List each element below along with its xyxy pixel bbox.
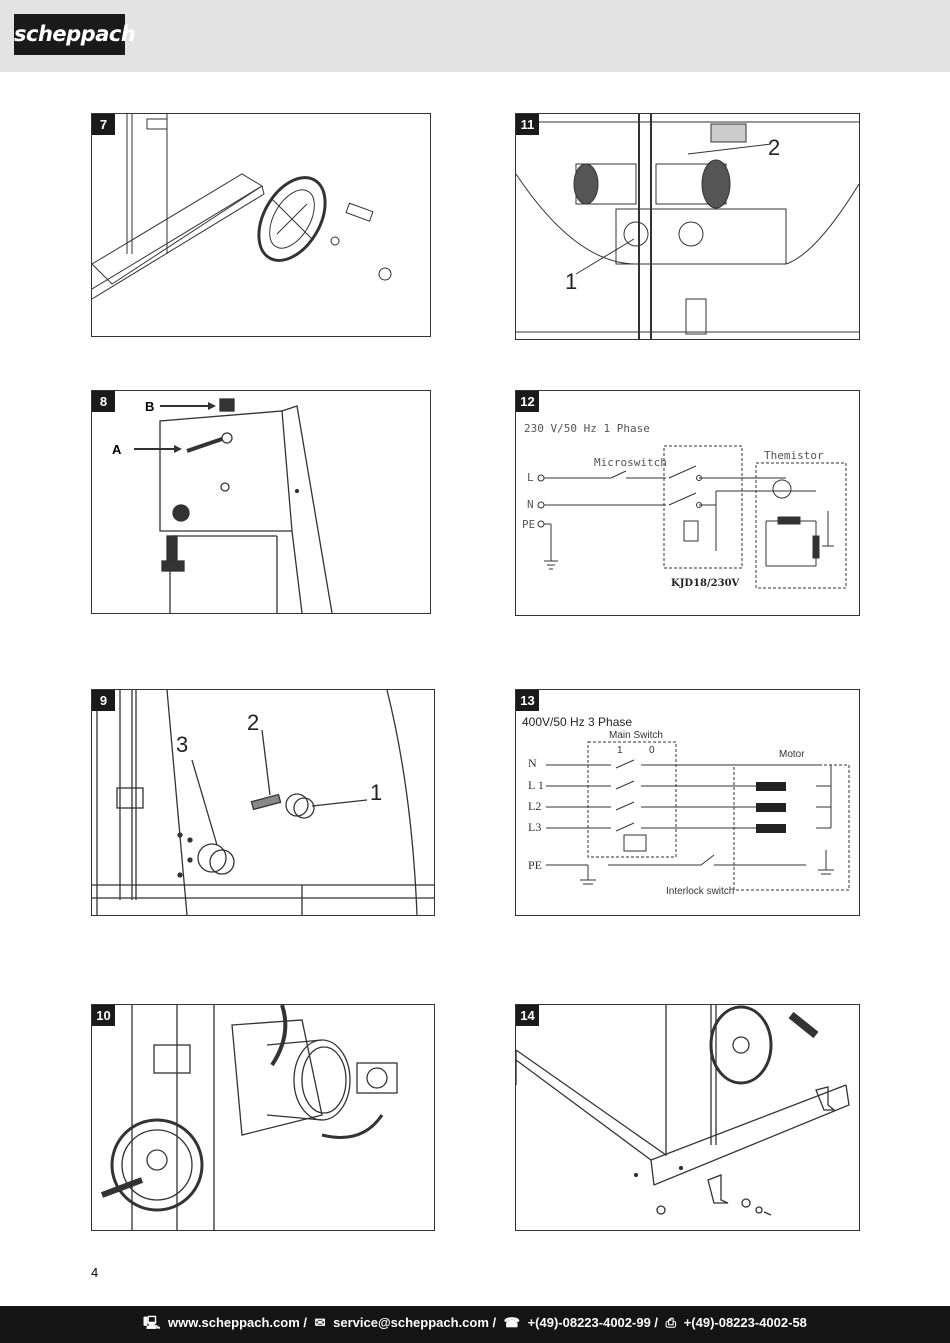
label-L1: L 1 [528, 778, 544, 792]
figure-number: 10 [92, 1005, 115, 1026]
callout-2: 2 [247, 710, 259, 735]
figure-7-illustration [92, 114, 392, 300]
figure-13: 400V/50 Hz 3 Phase Main Switch 1 0 Motor… [515, 689, 860, 916]
switch-pos-0: 0 [649, 745, 655, 756]
brand-logo: scheppach [14, 14, 136, 55]
supply-label: 400V/50 Hz 3 Phase [522, 715, 632, 729]
switch-pos-1: 1 [617, 745, 623, 756]
figure-number: 7 [92, 114, 115, 135]
label-L: L [527, 471, 534, 484]
computer-icon: 🖳 [143, 1315, 161, 1330]
figure-7: 7 [91, 113, 431, 337]
figure-11: 2 1 11 [515, 113, 860, 340]
supply-label: 230 V/50 Hz 1 Phase [524, 422, 650, 435]
figure-number: 13 [516, 690, 539, 711]
motor-label: Motor [779, 749, 805, 760]
figure-number: 12 [516, 391, 539, 412]
callout-1: 1 [370, 780, 382, 805]
interlock-label: Interlock switch [666, 886, 734, 897]
page-header: scheppach [0, 0, 950, 72]
figure-12: 230 V/50 Hz 1 Phase Microswitch Themisto… [515, 390, 860, 616]
callout-1: 1 [565, 269, 577, 294]
label-L3: L3 [528, 820, 541, 834]
relay-label: KJD18/230V [671, 578, 740, 589]
figure-number: 8 [92, 391, 115, 412]
figure-10: 10 [91, 1004, 435, 1231]
figure-14-illustration [516, 1005, 850, 1216]
footer-email[interactable]: service@scheppach.com / [333, 1315, 497, 1330]
footer-phone: +(49)-08223-4002-99 / [527, 1315, 659, 1330]
figure-12-wiring-diagram: 230 V/50 Hz 1 Phase Microswitch Themisto… [522, 422, 847, 589]
figure-number: 11 [516, 114, 539, 135]
callout-A: A [112, 442, 122, 457]
label-N: N [528, 756, 537, 770]
figure-number: 9 [92, 690, 115, 711]
figure-number: 14 [516, 1005, 539, 1026]
fax-icon: ⎙ [665, 1315, 677, 1330]
figure-11-illustration: 2 1 [516, 114, 859, 339]
label-N: N [527, 498, 534, 511]
figure-9: 2 3 1 9 [91, 689, 435, 916]
mail-icon: ✉ [314, 1315, 326, 1330]
phone-icon: ☎ [503, 1315, 520, 1330]
thermistor-label: Themistor [764, 449, 824, 462]
callout-2: 2 [768, 135, 780, 160]
callout-B: B [145, 399, 154, 414]
figure-8: B A 8 [91, 390, 431, 614]
footer-fax: +(49)-08223-4002-58 [683, 1315, 807, 1330]
microswitch-label: Microswitch [594, 456, 667, 469]
main-switch-label: Main Switch [609, 730, 663, 741]
figure-14: 14 [515, 1004, 860, 1231]
page-number: 4 [91, 1265, 99, 1280]
footer-website[interactable]: www.scheppach.com / [168, 1315, 307, 1330]
page-footer: 🖳 www.scheppach.com / ✉ service@scheppac… [0, 1306, 950, 1343]
figure-8-illustration: B A [112, 398, 333, 613]
figure-9-illustration: 2 3 1 [92, 690, 434, 915]
figure-10-illustration [100, 1005, 398, 1230]
callout-3: 3 [176, 732, 188, 757]
figure-13-wiring-diagram: 400V/50 Hz 3 Phase Main Switch 1 0 Motor… [522, 715, 850, 897]
label-PE: PE [528, 858, 542, 872]
label-L2: L2 [528, 799, 541, 813]
label-PE: PE [522, 518, 535, 531]
